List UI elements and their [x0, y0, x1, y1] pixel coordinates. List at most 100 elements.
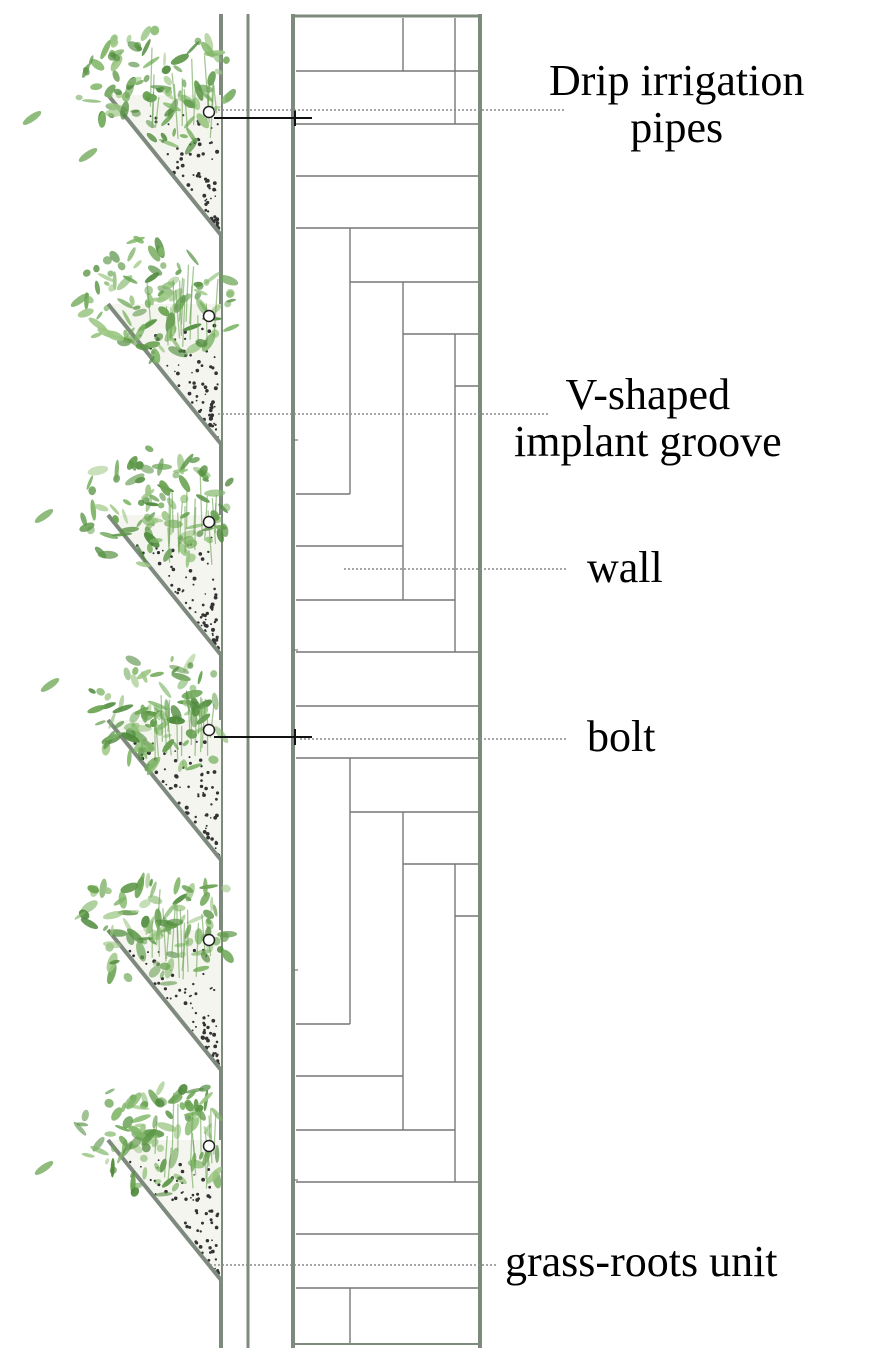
leaf [139, 899, 151, 909]
leaf [93, 504, 109, 512]
soil-dot [210, 1249, 215, 1254]
leaf [161, 114, 174, 127]
soil-dot [192, 576, 197, 581]
soil-dot [165, 783, 168, 786]
leaf [199, 1092, 213, 1105]
leaf [158, 247, 165, 257]
foliage [74, 872, 238, 986]
leaf [193, 289, 208, 296]
leaf [205, 536, 213, 544]
soil-dot [216, 383, 219, 386]
soil-dot [191, 599, 194, 602]
soil-dot [184, 988, 187, 991]
soil-dot [217, 645, 219, 648]
leaf [88, 486, 97, 496]
soil-dot [156, 551, 161, 555]
soil-dot [202, 193, 207, 198]
soil-dot [213, 815, 218, 820]
grass-blade [177, 512, 180, 554]
soil-dot [198, 1245, 203, 1249]
soil-dot [207, 550, 210, 554]
leaf [118, 695, 125, 711]
leaf [99, 531, 119, 540]
leaf [186, 41, 200, 55]
leaf [194, 80, 204, 101]
soil-dot [181, 174, 185, 178]
leaf [136, 941, 147, 962]
soil-dot [195, 395, 199, 398]
soil-dot [199, 784, 204, 789]
grass-blade [176, 719, 179, 761]
leaf [119, 526, 140, 533]
grass-blade [162, 908, 167, 962]
grass-blade [154, 707, 160, 757]
soil-dot [200, 779, 203, 782]
soil-dot [202, 621, 206, 625]
soil-dot [174, 994, 178, 998]
soil-dot [194, 611, 197, 614]
soil-dot [197, 142, 202, 147]
soil-dot [204, 618, 207, 621]
leaf [88, 688, 96, 694]
leaf [96, 687, 105, 696]
wall-masonry [296, 18, 478, 1345]
v-groove-edge [106, 718, 223, 862]
soil-dot [173, 783, 178, 788]
leaf [130, 1182, 143, 1190]
leaf [77, 308, 94, 318]
soil-dot [204, 208, 208, 212]
soil-dot [176, 371, 180, 376]
leaf [180, 494, 189, 504]
soil-dot [213, 988, 216, 992]
soil-dot [161, 549, 164, 552]
soil-dot [176, 160, 179, 164]
leaf [204, 489, 226, 497]
leaf [216, 946, 224, 953]
soil-dot [177, 801, 181, 805]
leaf [148, 355, 155, 365]
soil-dot [184, 1197, 188, 1201]
leaf [80, 917, 99, 930]
soil-dot [192, 381, 196, 385]
soil-dot [184, 337, 187, 340]
soil-dot [169, 997, 172, 1000]
leaf [103, 281, 110, 286]
leaf [111, 1107, 123, 1121]
leaf [189, 457, 200, 464]
leaf [125, 655, 141, 666]
loose-leaf [34, 509, 54, 523]
leaf [133, 740, 145, 753]
soil-dot [168, 574, 171, 577]
grass-blade [160, 695, 164, 742]
soil-dot [180, 1169, 185, 1174]
grass-blade [173, 83, 179, 140]
soil-dot [209, 416, 214, 421]
soil-dot [203, 1028, 206, 1032]
leaf [156, 1144, 164, 1153]
soil-dot [188, 569, 193, 573]
leaf [181, 759, 188, 769]
leaf [90, 499, 97, 521]
leaf [102, 941, 121, 949]
soil-dot [198, 552, 203, 556]
leaf [94, 720, 106, 726]
soil-dot [215, 635, 219, 639]
leaf [210, 896, 214, 912]
soil-dot [210, 413, 215, 418]
leaf [132, 305, 141, 310]
grass-blade [167, 1147, 172, 1183]
label-drip-line1: Drip irrigation [549, 56, 805, 105]
soil-dot [184, 601, 188, 605]
soil-dot [166, 364, 169, 367]
soil-dot [196, 153, 201, 158]
soil-dot [176, 147, 179, 150]
soil-dot [155, 547, 158, 550]
soil-dot [214, 593, 218, 597]
soil-dot [194, 1025, 197, 1028]
leaf [202, 478, 210, 482]
leaf [182, 79, 187, 88]
leaf [163, 903, 176, 920]
soil-dot [215, 428, 218, 430]
leaf [172, 128, 177, 137]
soil-dot [182, 589, 185, 592]
